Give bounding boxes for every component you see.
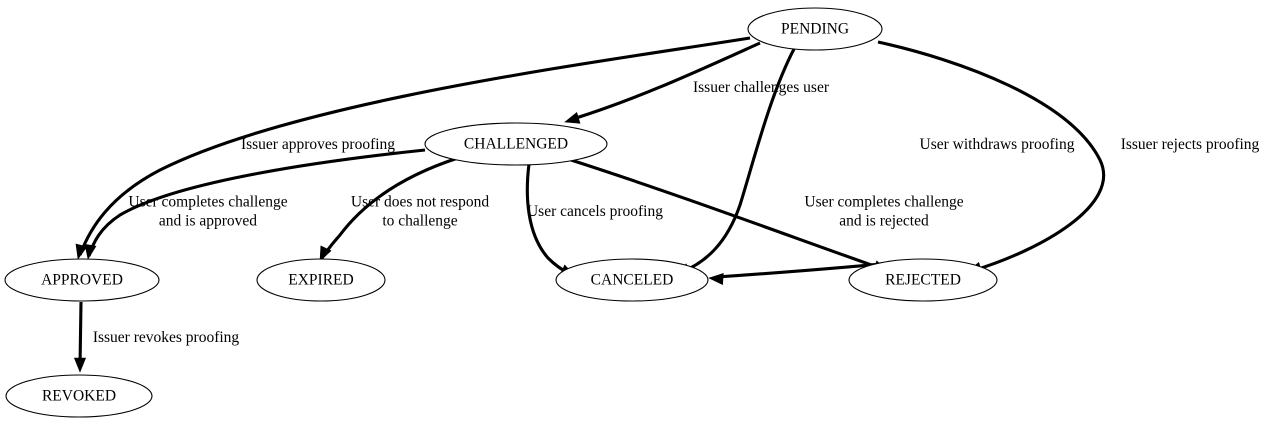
edge-pending-challenged (564, 41, 761, 124)
edge-challenged-expired (319, 156, 459, 262)
edge-arrowhead-challenged-approved (84, 243, 97, 260)
edge-line-challenged-canceled (525, 163, 571, 276)
node-label-approved: APPROVED (41, 272, 123, 289)
node-label-revoked: REVOKED (42, 388, 116, 405)
node-shape-pending[interactable] (747, 7, 883, 51)
node-label-challenged: CHALLENGED (464, 136, 568, 153)
edge-arrowhead-rejected-canceled (708, 272, 724, 286)
edge-label-pending-challenged: Issuer challenges user (693, 79, 830, 96)
edge-label-pending-rejected: Issuer rejects proofing (1121, 136, 1260, 153)
edge-arrowhead-pending-challenged (564, 112, 581, 124)
edge-arrowhead-challenged-expired (319, 245, 332, 262)
edge-label-pending-approved: Issuer approves proofing (241, 136, 395, 153)
state-node-rejected[interactable]: REJECTED (848, 258, 998, 302)
state-node-pending[interactable]: PENDING (747, 7, 883, 51)
edges-layer: Issuer approves proofing Issuer challenge… (73, 36, 1260, 373)
edge-label-challenged-canceled: User cancels proofing (527, 203, 663, 220)
nodes-layer: PENDING CHALLENGED APPROVED EXPIRED CANCELED… (4, 7, 998, 418)
node-shape-rejected[interactable] (848, 258, 998, 302)
edge-challenged-canceled (525, 163, 576, 277)
edge-challenged-approved (84, 148, 426, 260)
edge-line-challenged-approved (87, 148, 426, 257)
node-label-canceled: CANCELED (591, 272, 674, 289)
edge-pending-approved (75, 36, 751, 260)
state-node-challenged[interactable]: CHALLENGED (424, 122, 608, 166)
edge-pending-rejected (877, 40, 1106, 274)
node-label-rejected: REJECTED (885, 272, 961, 289)
edge-line-pending-challenged (572, 41, 761, 121)
edge-line-challenged-rejected (570, 158, 881, 270)
node-shape-challenged[interactable] (424, 122, 608, 166)
state-node-canceled[interactable]: CANCELED (555, 258, 709, 302)
node-shape-expired[interactable] (256, 258, 386, 302)
edge-line-pending-rejected (877, 40, 1106, 272)
node-shape-canceled[interactable] (555, 258, 709, 302)
edge-line-approved-revoked (78, 301, 83, 368)
node-label-expired: EXPIRED (288, 272, 353, 289)
state-node-expired[interactable]: EXPIRED (256, 258, 386, 302)
edge-line-pending-approved (78, 36, 751, 256)
edge-arrowhead-pending-approved (75, 243, 88, 260)
state-node-revoked[interactable]: REVOKED (5, 374, 153, 418)
edge-approved-revoked (73, 301, 87, 373)
state-node-approved[interactable]: APPROVED (4, 258, 160, 302)
node-shape-approved[interactable] (4, 258, 160, 302)
node-shape-revoked[interactable] (5, 374, 153, 418)
node-label-pending: PENDING (781, 21, 849, 38)
edge-arrowhead-approved-revoked (73, 357, 87, 373)
edge-line-pending-canceled (681, 48, 796, 274)
edge-label-pending-canceled: User withdraws proofing (920, 136, 1075, 153)
edge-label-approved-revoked: Issuer revokes proofing (93, 329, 240, 346)
